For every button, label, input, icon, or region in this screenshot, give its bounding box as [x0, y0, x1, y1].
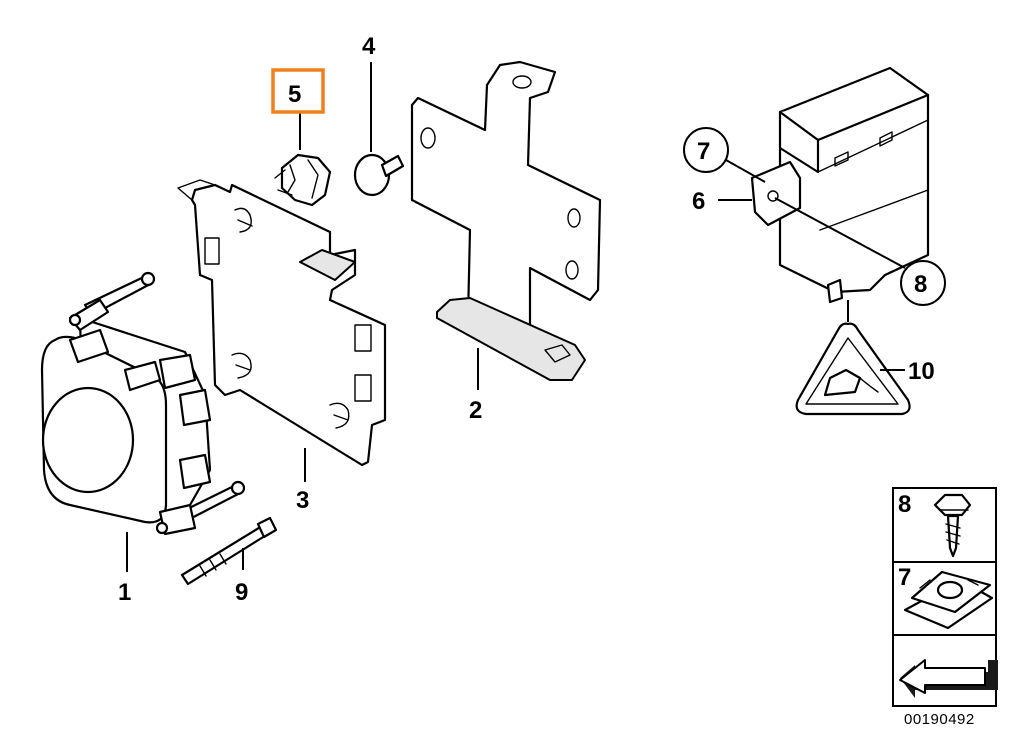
control-unit[interactable] — [778, 66, 930, 304]
part-2-bracket[interactable] — [410, 60, 602, 381]
callout-3: 3 — [296, 487, 309, 514]
part-9-bolt[interactable] — [180, 516, 278, 586]
legend-label-7: 7 — [898, 564, 911, 591]
part-5-clip[interactable] — [274, 153, 332, 207]
part-4-rivet[interactable] — [353, 153, 405, 197]
callout-1: 1 — [118, 579, 131, 606]
callout-5[interactable]: 5 — [288, 81, 301, 108]
highlight-box — [271, 68, 325, 114]
callout-8: 8 — [914, 271, 927, 298]
callout-7: 7 — [697, 138, 710, 165]
arrow-icon — [899, 659, 998, 698]
part-6-bracket[interactable] — [750, 160, 802, 227]
callout-9: 9 — [235, 579, 248, 606]
part-10-warning-label[interactable] — [795, 322, 911, 416]
catalog-number: 00190492 — [904, 711, 975, 728]
screw-icon — [933, 493, 972, 558]
part-1-sensor[interactable] — [40, 271, 246, 536]
callout-4: 4 — [362, 33, 376, 60]
legend-panel: 8 7 — [892, 487, 998, 707]
clip-nut-icon — [903, 570, 994, 630]
part-3-mounting-plate[interactable] — [177, 179, 387, 467]
legend-label-8: 8 — [898, 491, 911, 518]
callout-6: 6 — [692, 188, 705, 215]
callout-10: 10 — [908, 358, 935, 385]
callout-2: 2 — [469, 397, 482, 424]
